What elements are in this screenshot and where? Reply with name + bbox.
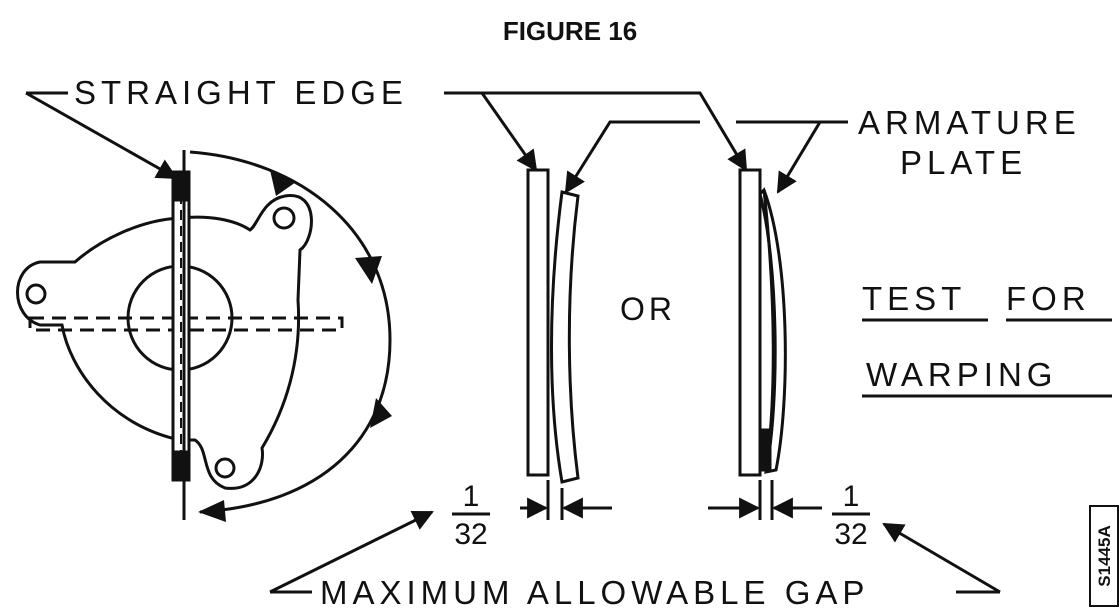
fraction-left-denominator: 32 — [454, 518, 487, 551]
armature-plate-side-1 — [550, 190, 580, 484]
label-or: OR — [620, 291, 676, 327]
fraction-right-numerator: 1 — [843, 480, 860, 513]
label-maximum-allowable-gap: MAXIMUM ALLOWABLE GAP — [320, 574, 869, 611]
straight-edge-side-2 — [738, 168, 762, 477]
plate-outline — [16, 194, 313, 490]
leader-lines — [25, 91, 1119, 607]
fraction-right-denominator: 32 — [834, 518, 867, 551]
label-plate: PLATE — [900, 144, 1027, 181]
mounting-hole-left — [25, 283, 47, 305]
armature-plate-drawing — [16, 150, 392, 522]
straight-edge-side-1 — [526, 168, 550, 477]
label-test: TEST — [862, 280, 966, 317]
label-straight-edge: STRAIGHT EDGE — [74, 74, 408, 111]
mounting-hole-bottom — [214, 457, 236, 479]
label-for: FOR — [1006, 280, 1091, 317]
fraction-left-numerator: 1 — [463, 480, 480, 513]
mounting-hole-top-right — [272, 206, 296, 230]
label-warping: WARPING — [866, 356, 1057, 393]
label-armature: ARMATURE — [858, 104, 1081, 141]
side-view-convex — [738, 168, 787, 477]
rotation-arc — [189, 150, 392, 514]
side-view-concave — [526, 168, 580, 484]
figure-title-text: FIGURE 16 — [503, 16, 637, 46]
figure-code: S1445A — [1095, 525, 1114, 586]
